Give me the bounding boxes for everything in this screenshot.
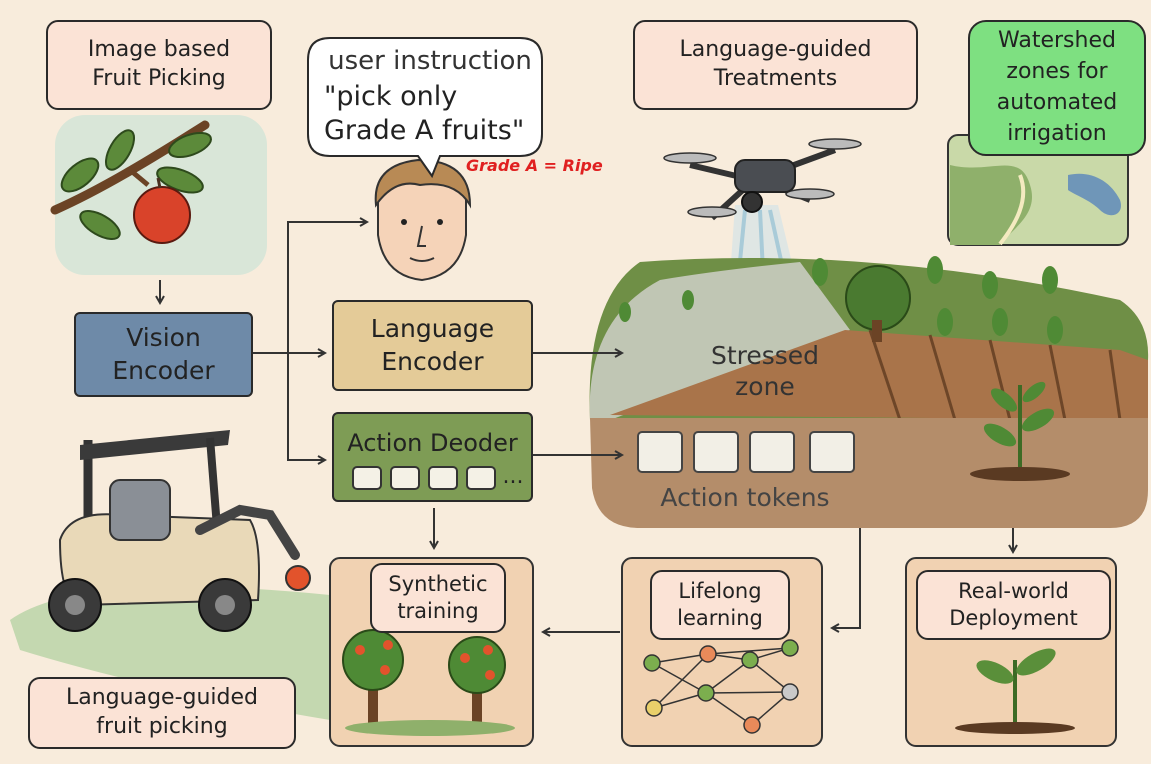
sprout-illustration: [955, 648, 1075, 734]
watershed-zones-label: Watershed zones for automated irrigation: [996, 28, 1118, 146]
synthetic-training-box: Synthetic training: [370, 563, 506, 633]
user-instruction-text: "pick only Grade A fruits": [324, 81, 525, 146]
lifelong-learning-label: Lifelong learning: [677, 578, 763, 630]
watershed-zones-box: Watershed zones for automated irrigation: [968, 20, 1146, 156]
orchard-trees-illustration: [342, 629, 515, 736]
vision-encoder-box: Vision Encoder: [74, 312, 253, 397]
synthetic-training-label: Synthetic training: [388, 571, 488, 623]
vision-encoder-label: Vision Encoder: [112, 323, 215, 385]
decoder-token-slot: [428, 466, 458, 490]
language-guided-treatments-box: Language-guided Treatments: [633, 20, 918, 110]
real-world-deployment-box: Real-world Deployment: [916, 570, 1111, 640]
user-instruction-title: user instruction: [328, 46, 532, 76]
action-decoder-label: Action Deoder: [347, 429, 518, 457]
speech-bubble: [307, 37, 543, 179]
decoder-token-slot: [466, 466, 496, 490]
decoder-token-slot: [390, 466, 420, 490]
action-token-cubes: [637, 431, 855, 473]
language-guided-treatments-label: Language-guided Treatments: [679, 37, 872, 91]
watershed-map-illustration: [947, 134, 1129, 246]
apple-branch-illustration: [50, 115, 267, 275]
image-based-fruit-picking-label: Image based Fruit Picking: [87, 37, 231, 91]
connector-arrows: [160, 222, 1013, 632]
grade-note: Grade A = Ripe: [466, 156, 603, 175]
image-based-fruit-picking-box: Image based Fruit Picking: [46, 20, 272, 110]
decoder-token-slot: [352, 466, 382, 490]
lifelong-learning-box: Lifelong learning: [650, 570, 790, 640]
language-guided-fruit-picking-label: Language-guided fruit picking: [66, 685, 258, 739]
language-guided-fruit-picking-box: Language-guided fruit picking: [28, 677, 296, 749]
action-tokens-label: Action tokens: [660, 483, 830, 512]
robot-tractor-illustration: [10, 430, 330, 720]
stressed-zone-label: Stressed zone: [710, 341, 820, 402]
decoder-ellipsis: ...: [502, 464, 524, 489]
real-world-deployment-label: Real-world Deployment: [949, 578, 1078, 630]
language-encoder-label: Language Encoder: [370, 314, 495, 376]
user-face-illustration: [374, 158, 472, 282]
language-encoder-box: Language Encoder: [332, 300, 533, 391]
neural-network-illustration: [643, 639, 799, 734]
